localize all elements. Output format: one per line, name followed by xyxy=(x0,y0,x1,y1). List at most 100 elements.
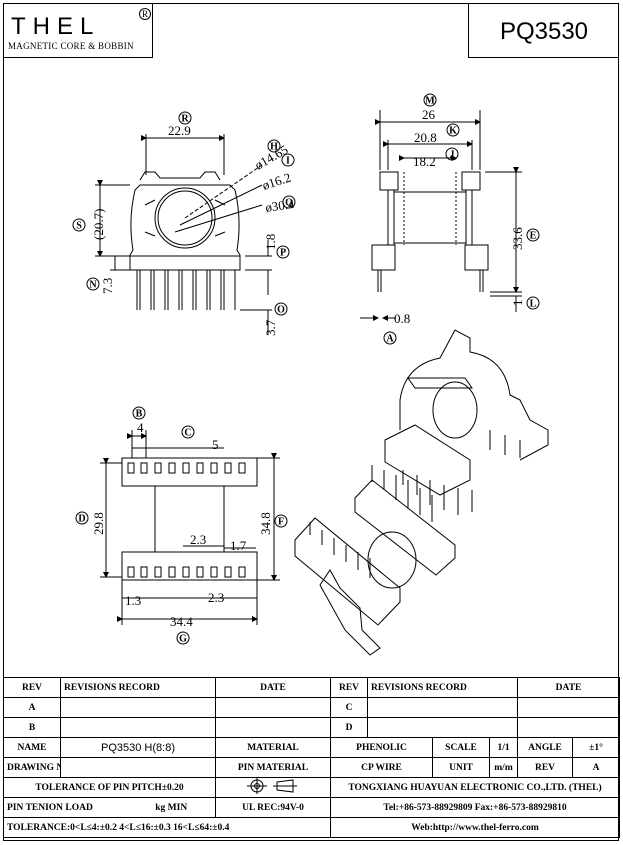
dim-s-height: (20.7) xyxy=(91,209,106,240)
callout-h: H xyxy=(267,139,281,153)
angle-label: ANGLE xyxy=(517,737,574,758)
name-value: PQ3530 H(8:8) xyxy=(60,737,216,758)
callout-label: B xyxy=(136,409,143,420)
dim-o: 3.7 xyxy=(263,319,278,336)
rev-c-date xyxy=(517,697,621,718)
callout-s: S xyxy=(72,218,86,232)
callout-label: Q xyxy=(285,198,293,209)
callout-label: F xyxy=(278,517,284,528)
date-header: DATE xyxy=(215,677,331,698)
dim-n: 7.3 xyxy=(100,278,115,294)
callout-d: D xyxy=(75,511,89,525)
third-angle-projection-icon xyxy=(247,778,297,794)
rev-row-a: A xyxy=(3,697,61,718)
callout-i: I xyxy=(281,153,295,167)
drawing-no-label: DRAWING NO xyxy=(3,757,61,778)
rev-d-record xyxy=(366,717,519,738)
rev-row-b: B xyxy=(3,717,61,738)
callout-r: R xyxy=(178,111,192,125)
callout-f: F xyxy=(274,514,288,528)
rev-a-date xyxy=(215,697,331,718)
dim-a: 0.8 xyxy=(394,311,410,326)
isometric-view-bottom xyxy=(294,465,456,656)
rev-header-2: REV xyxy=(330,677,368,698)
callout-label: K xyxy=(449,126,457,137)
dim-d: 29.8 xyxy=(91,512,106,535)
part-number: PQ3530 xyxy=(499,18,589,45)
callout-label: G xyxy=(179,634,187,645)
callout-c: C xyxy=(181,425,195,439)
callout-p: P xyxy=(276,245,290,259)
revisions-record-header-2: REVISIONS RECORD xyxy=(366,677,519,698)
drawing-no-value xyxy=(60,757,216,778)
dim-bottom-left: 1.3 xyxy=(125,593,141,608)
callout-label: O xyxy=(277,305,285,316)
unit-label: UNIT xyxy=(432,757,490,778)
logo-subtitle: MAGNETIC CORE & BOBBIN xyxy=(8,41,134,51)
pin-tension-label: PIN TENION LOAD xyxy=(7,802,93,813)
rev-c-record xyxy=(366,697,519,718)
dim-e: 33.6 xyxy=(510,227,525,250)
registered-mark: R xyxy=(139,8,151,20)
callout-label: R xyxy=(181,114,189,125)
general-tolerance: TOLERANCE:0<L≤4:±0.2 4<L≤16:±0.3 16<L≤64… xyxy=(3,817,331,838)
website: Web:http://www.thel-ferro.com xyxy=(329,817,621,838)
rev-d-date xyxy=(517,717,621,738)
callout-l: L xyxy=(526,296,540,310)
dim-j: 18.2 xyxy=(413,154,436,169)
front-view xyxy=(95,134,272,335)
drawing-frame xyxy=(3,3,619,841)
callout-o: O xyxy=(274,302,288,316)
dim-l: 1 xyxy=(510,300,525,307)
dim-q-dia: ø30.4 xyxy=(264,196,296,215)
isometric-view-top xyxy=(384,329,549,515)
pin-tension-load: PIN TENION LOAD kg MIN xyxy=(3,797,216,818)
rev-row-d: D xyxy=(330,717,368,738)
callout-label: H xyxy=(270,142,278,153)
dim-m: 26 xyxy=(422,107,436,122)
callout-n: N xyxy=(86,277,100,291)
scale-value: 1/1 xyxy=(488,737,519,758)
company-logo: THEL xyxy=(11,13,101,40)
callout-m: M xyxy=(423,93,437,107)
projection-symbol xyxy=(215,777,331,798)
callout-j: J xyxy=(445,147,459,161)
callout-e: E xyxy=(526,228,540,242)
company-name: TONGXIANG HUAYUAN ELECTRONIC CO.,LTD. (T… xyxy=(329,777,621,798)
dim-p: 1.8 xyxy=(263,234,278,250)
dim-right: 1.7 xyxy=(230,538,247,553)
dim-c: 5 xyxy=(212,437,219,452)
rev-b-date xyxy=(215,717,331,738)
logo-box: THEL R MAGNETIC CORE & BOBBIN xyxy=(3,3,153,58)
callout-label: D xyxy=(78,514,85,525)
callout-label: P xyxy=(280,248,286,259)
pin-material-value: CP WIRE xyxy=(330,757,433,778)
rev-value-2: A xyxy=(572,757,621,778)
unit-value: m/m xyxy=(488,757,519,778)
tel-fax: Tel:+86-573-88929809 Fax:+86-573-8892981… xyxy=(329,797,621,818)
revisions-record-header: REVISIONS RECORD xyxy=(60,677,216,698)
callout-g: G xyxy=(176,631,190,645)
dim-f: 34.8 xyxy=(258,512,273,535)
kg-min-label: kg MIN xyxy=(155,802,188,813)
callout-label: S xyxy=(76,221,82,232)
bottom-view xyxy=(100,430,280,625)
material-value: PHENOLIC xyxy=(330,737,433,758)
callout-label: L xyxy=(530,299,537,310)
title-block: REV REVISIONS RECORD DATE REV REVISIONS … xyxy=(3,677,621,838)
dim-k: 20.8 xyxy=(414,130,437,145)
date-header-2: DATE xyxy=(517,677,621,698)
rev-a-record xyxy=(60,697,216,718)
callout-q: Q xyxy=(282,195,296,209)
pin-pitch-tolerance: TOLERANCE OF PIN PITCH±0.20 xyxy=(3,777,216,798)
rev-label-2: REV xyxy=(517,757,574,778)
callout-k: K xyxy=(446,123,460,137)
rev-header: REV xyxy=(3,677,61,698)
pin-material-label: PIN MATERIAL xyxy=(215,757,331,778)
callout-label: I xyxy=(286,156,290,167)
ul-rec: UL REC:94V-0 xyxy=(215,797,331,818)
callout-label: J xyxy=(450,150,455,161)
side-view xyxy=(360,110,522,321)
dim-r-width: 22.9 xyxy=(168,123,191,138)
